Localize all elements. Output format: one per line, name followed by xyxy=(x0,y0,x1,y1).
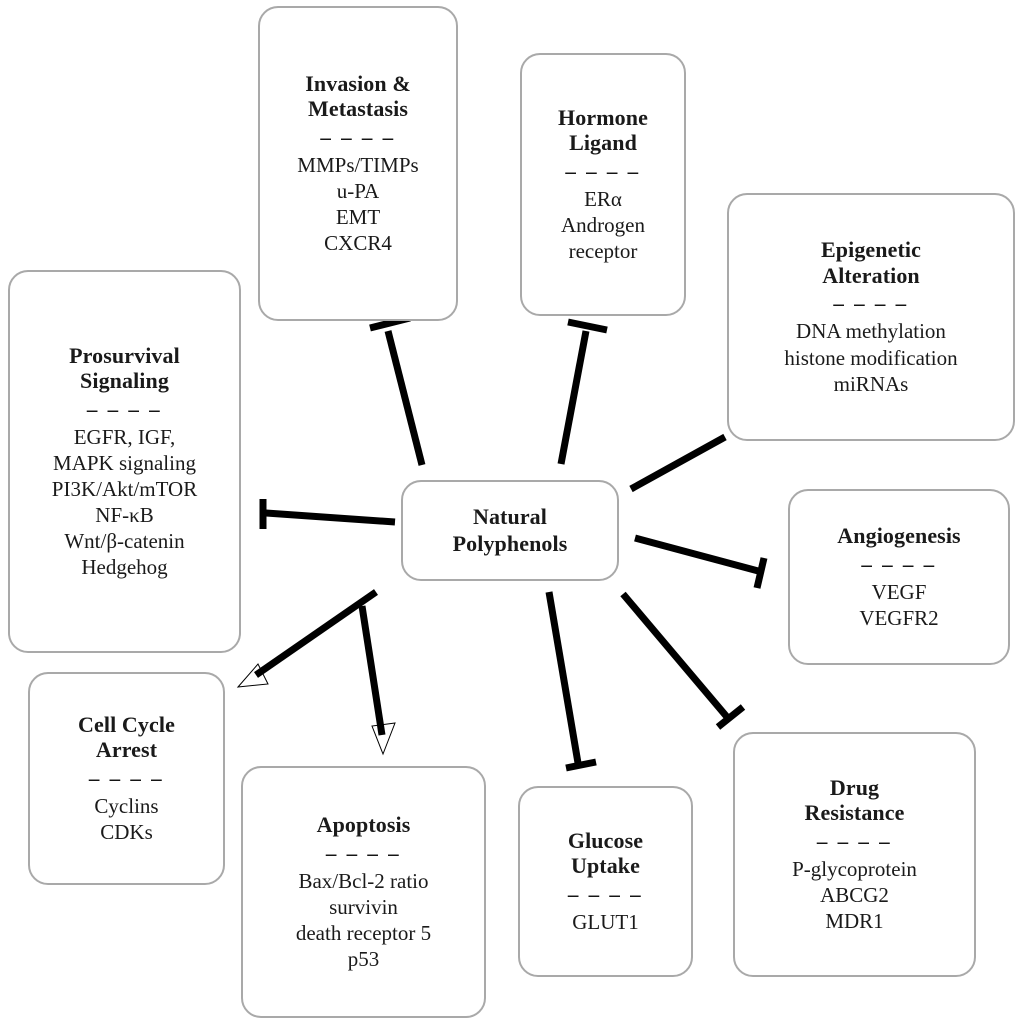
node-title: Hormone Ligand xyxy=(558,104,648,156)
node-title: Angiogenesis xyxy=(837,523,961,549)
node-separator: – – – – xyxy=(88,765,165,790)
node-apoptosis[interactable]: Apoptosis – – – – Bax/Bcl-2 ratio surviv… xyxy=(241,766,486,1018)
node-items: Bax/Bcl-2 ratio survivin death receptor … xyxy=(295,868,432,971)
connector-to-cell-cycle-arrest xyxy=(236,589,378,688)
node-title: Glucose Uptake xyxy=(567,827,644,879)
node-title: Prosurvival Signaling xyxy=(69,342,180,394)
node-separator: – – – – xyxy=(565,158,641,183)
node-separator: – – – – xyxy=(86,396,163,421)
node-prosurvival-signaling[interactable]: Prosurvival Signaling – – – – EGFR, IGF,… xyxy=(8,270,241,653)
node-angiogenesis[interactable]: Angiogenesis – – – – VEGF VEGFR2 xyxy=(788,489,1010,665)
node-items: DNA methylation histone modification miR… xyxy=(784,319,958,396)
connector-to-drug-resistance xyxy=(620,591,746,730)
node-hormone-ligand[interactable]: Hormone Ligand – – – – ERα Androgen rece… xyxy=(520,53,686,316)
node-separator: – – – – xyxy=(325,840,402,865)
connector-to-invasion-metastasis xyxy=(369,314,426,466)
node-invasion-metastasis[interactable]: Invasion & Metastasis – – – – MMPs/TIMPs… xyxy=(258,6,458,321)
node-items: MMPs/TIMPs u-PA EMT CXCR4 xyxy=(297,152,419,256)
node-items: VEGF VEGFR2 xyxy=(859,579,939,630)
node-separator: – – – – xyxy=(567,882,644,906)
node-drug-resistance[interactable]: Drug Resistance – – – – P-glycoprotein A… xyxy=(733,732,976,977)
node-title: Epigenetic Alteration xyxy=(821,237,921,288)
connector-to-angiogenesis xyxy=(634,534,768,589)
node-separator: – – – – xyxy=(833,291,909,316)
node-cell-cycle-arrest[interactable]: Cell Cycle Arrest – – – – Cyclins CDKs xyxy=(28,672,225,885)
node-title: Apoptosis xyxy=(316,812,411,838)
node-title: Cell Cycle Arrest xyxy=(78,711,175,763)
node-natural-polyphenols[interactable]: Natural Polyphenols xyxy=(401,480,619,581)
node-items: EGFR, IGF, MAPK signaling PI3K/Akt/mTOR … xyxy=(51,424,198,580)
node-title: Natural Polyphenols xyxy=(452,504,568,556)
node-items: ERα Androgen receptor xyxy=(561,186,645,264)
connector-to-hormone-ligand xyxy=(557,318,608,465)
node-title: Invasion & Metastasis xyxy=(305,70,411,122)
node-separator: – – – – xyxy=(320,124,396,149)
node-epigenetic-alteration[interactable]: Epigenetic Alteration – – – – DNA methyl… xyxy=(727,193,1015,441)
connector-to-prosurvival-signaling xyxy=(259,499,396,529)
connector-to-apoptosis xyxy=(358,605,396,756)
node-glucose-uptake[interactable]: Glucose Uptake – – – – GLUT1 xyxy=(518,786,693,977)
node-separator: – – – – xyxy=(816,828,893,853)
connector-to-epigenetic-alteration xyxy=(629,433,727,493)
node-items: Cyclins CDKs xyxy=(94,793,159,845)
connector-to-glucose-uptake xyxy=(545,591,597,772)
node-title: Drug Resistance xyxy=(804,774,905,826)
node-items: GLUT1 xyxy=(572,910,639,934)
node-items: P-glycoprotein ABCG2 MDR1 xyxy=(792,856,917,934)
node-separator: – – – – xyxy=(861,551,937,576)
